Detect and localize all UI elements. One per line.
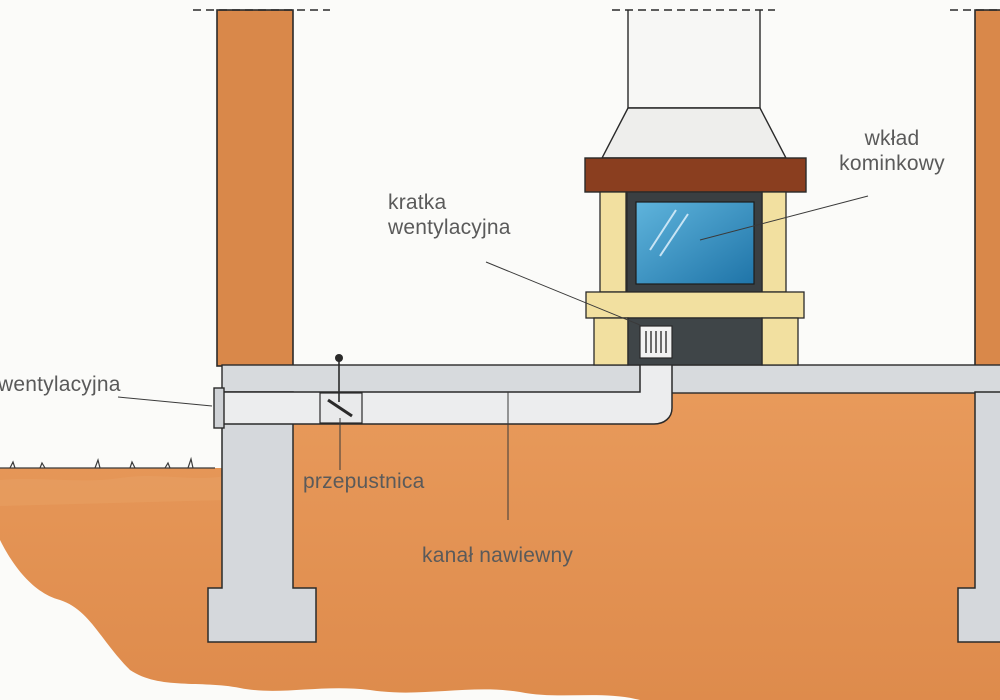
label-fireplace-insert: wkład kominkowy <box>834 126 950 176</box>
right-foundation <box>957 391 1000 643</box>
glass-reflection <box>649 209 689 257</box>
label-supply-duct: kanał nawiewny <box>422 544 574 567</box>
grass-line <box>0 456 215 469</box>
label-outer-ventilation-grille: wentylacyjna <box>0 373 121 396</box>
room-ventilation-grille <box>639 325 673 359</box>
leader-lines <box>117 195 869 520</box>
label-room-grille-line1: kratka <box>388 191 447 214</box>
right-wall <box>974 9 1000 367</box>
label-room-grille-line2: wentylacyjna <box>388 216 511 239</box>
chimney-hood <box>600 9 788 159</box>
damper <box>319 354 363 424</box>
mantel-beam <box>584 157 807 193</box>
hearth-shelf <box>585 291 805 319</box>
left-wall <box>216 9 294 367</box>
fireplace-pillar-left <box>599 191 627 293</box>
left-foundation <box>207 391 317 643</box>
floor-slab <box>221 364 1000 394</box>
label-room-ventilation-grille: kratka wentylacyjna <box>388 190 511 240</box>
label-fireplace-insert-line2: kominkowy <box>839 152 945 175</box>
label-fireplace-insert-line1: wkład <box>864 127 920 150</box>
soil-texture <box>0 476 225 506</box>
label-damper: przepustnica <box>303 470 425 493</box>
fireplace-base-left <box>593 317 629 366</box>
fireplace-base-right <box>761 317 799 366</box>
fireplace-pillar-right <box>761 191 787 293</box>
outer-ventilation-grille <box>213 387 225 429</box>
